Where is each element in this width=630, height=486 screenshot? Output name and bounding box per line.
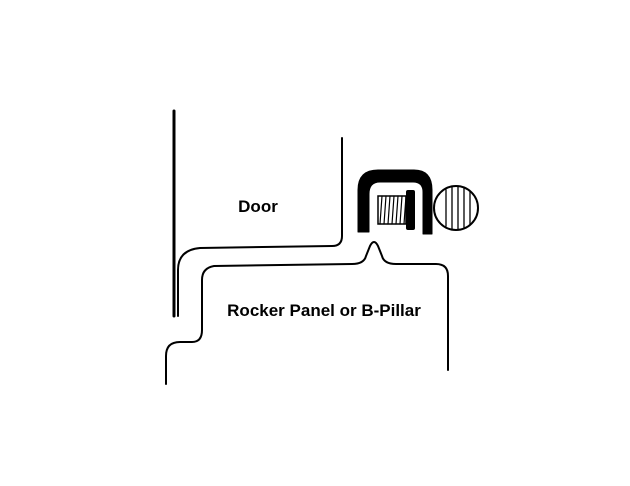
seal-clip-icon [357, 169, 433, 235]
door-panel [172, 109, 343, 318]
door-label: Door [238, 197, 278, 216]
seal-clip-inner-lip [406, 190, 415, 230]
door-outline [177, 137, 343, 317]
rocker-panel-label: Rocker Panel or B-Pillar [227, 301, 421, 320]
seal-clip-channel [357, 169, 433, 235]
clip-spring-icon [377, 195, 407, 225]
bulb-seal-icon [433, 185, 479, 231]
rocker-panel-outline [165, 241, 449, 385]
